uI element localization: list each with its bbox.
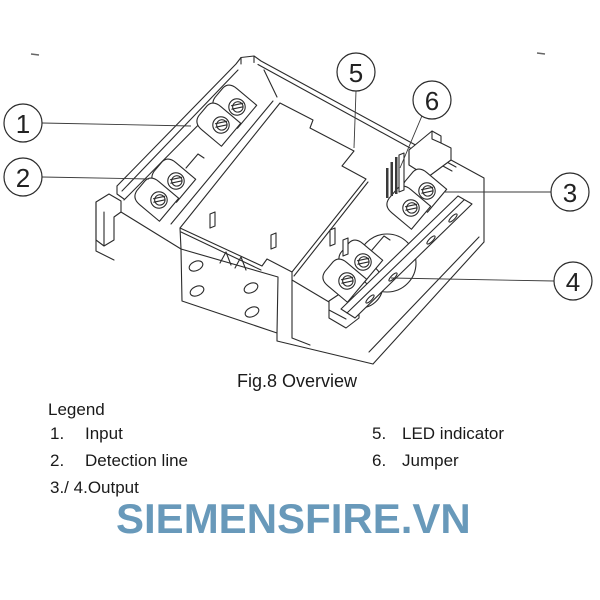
figure-caption: Fig.8 Overview [237,371,358,391]
legend-label: Input [85,424,123,443]
watermark: SIEMENSFIRE.VN [116,495,471,542]
legend-num: 2. [50,451,65,470]
legend-item-jumper: 6. Jumper [372,451,459,471]
callout-2-number: 2 [16,163,30,193]
leader-line-4 [390,277,555,282]
crop-tick-left [30,53,40,56]
legend-label: Detection line [85,451,189,470]
legend-item-output: 3./ 4. Output [50,478,139,498]
legend-num: 5. [372,424,387,443]
legend-label: LED indicator [402,424,505,443]
cover-plate [179,102,369,277]
right-end-cap [408,130,452,178]
legend-num: 6. [372,451,387,470]
callout-2: 2 [3,157,43,197]
housing-base [95,159,485,365]
callout-1: 1 [3,103,43,143]
cover-pins [209,211,349,257]
left-end-cap [95,193,122,247]
legend-num: 1. [50,424,65,443]
leader-line-6 [399,110,425,169]
callout-4-number: 4 [566,267,580,297]
leader-line-2 [41,176,150,180]
legend-title: Legend [48,400,105,419]
legend-item-led-indicator: 5. LED indicator [372,424,504,444]
leader-line-5 [353,90,357,149]
jumper-pins [386,152,405,198]
callout-4: 4 [553,261,593,301]
legend-num: 3./ 4. [50,478,88,497]
legend-item-input: 1. Input [50,424,123,444]
legend-item-detection-line: 2. Detection line [50,451,188,471]
callout-1-number: 1 [16,109,30,139]
crop-tick-right [536,52,546,55]
legend-label: Jumper [402,451,459,470]
leader-line-1 [41,122,192,127]
leader-lines [41,90,555,282]
right-rail-wall [340,195,473,319]
callout-5-number: 5 [349,58,363,88]
callout-6: 6 [412,80,452,120]
callout-3: 3 [550,172,590,212]
callout-5: 5 [336,52,376,92]
callout-6-number: 6 [425,86,439,116]
callout-3-number: 3 [563,178,577,208]
legend-label: Output [87,478,139,497]
